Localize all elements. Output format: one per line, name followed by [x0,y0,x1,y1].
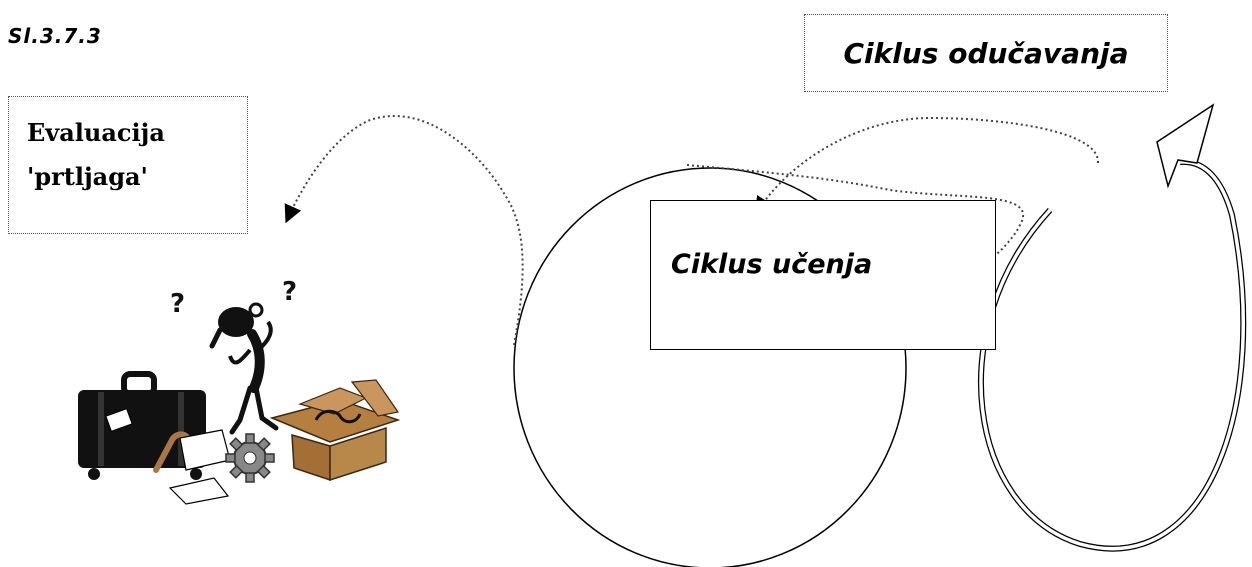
evaluation-link-dotted-path [284,115,524,346]
evaluation-title-line1: Evaluacija [27,118,165,147]
question-mark-right: ? [282,277,297,307]
unlearning-cycle-label: Ciklus odučavanja [843,36,1129,70]
learning-circle [513,167,907,567]
unlearning-link-dotted-path [755,116,1100,216]
question-mark-left: ? [170,289,185,319]
learning-cycle-box: Ciklus učenja [650,200,996,350]
learning-cycle-label: Ciklus učenja [671,249,873,280]
evaluation-title-line2: 'prtljaga' [27,162,148,191]
figure-label: Sl.3.7.3 [8,24,102,48]
evaluation-box: Evaluacija 'prtljaga' [8,96,248,234]
unlearning-cycle-box: Ciklus odučavanja [804,14,1168,92]
learning-link-dotted-path [686,164,1024,279]
confused-figure-with-luggage-icon: ? ? [78,277,401,505]
unlearning-curved-arrow [978,103,1247,552]
